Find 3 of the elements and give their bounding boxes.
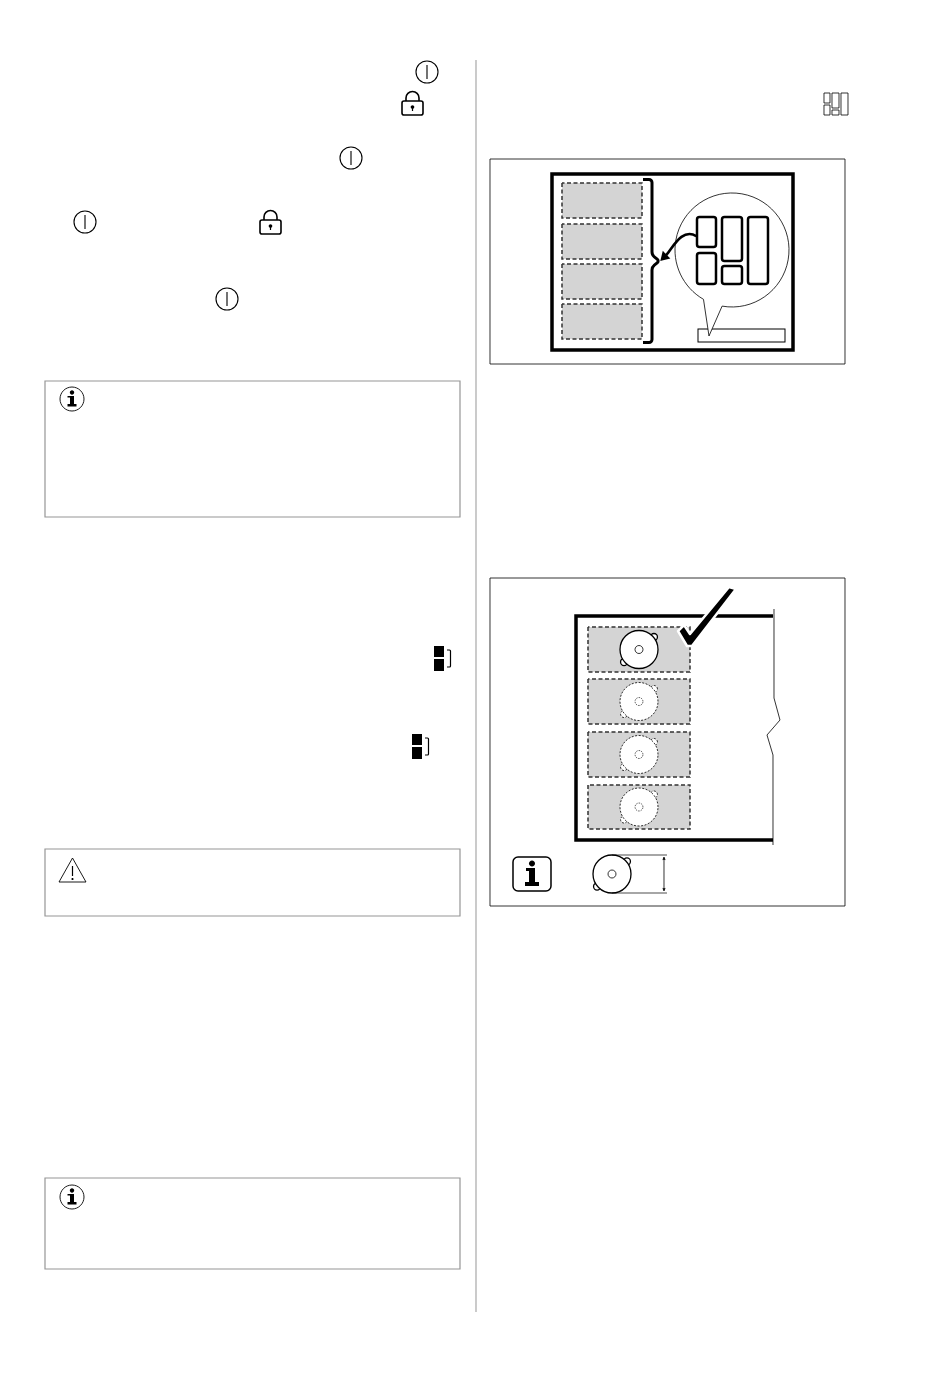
zone-layout-icon — [695, 215, 770, 286]
brace — [643, 178, 660, 344]
curved-arrow — [660, 232, 697, 261]
